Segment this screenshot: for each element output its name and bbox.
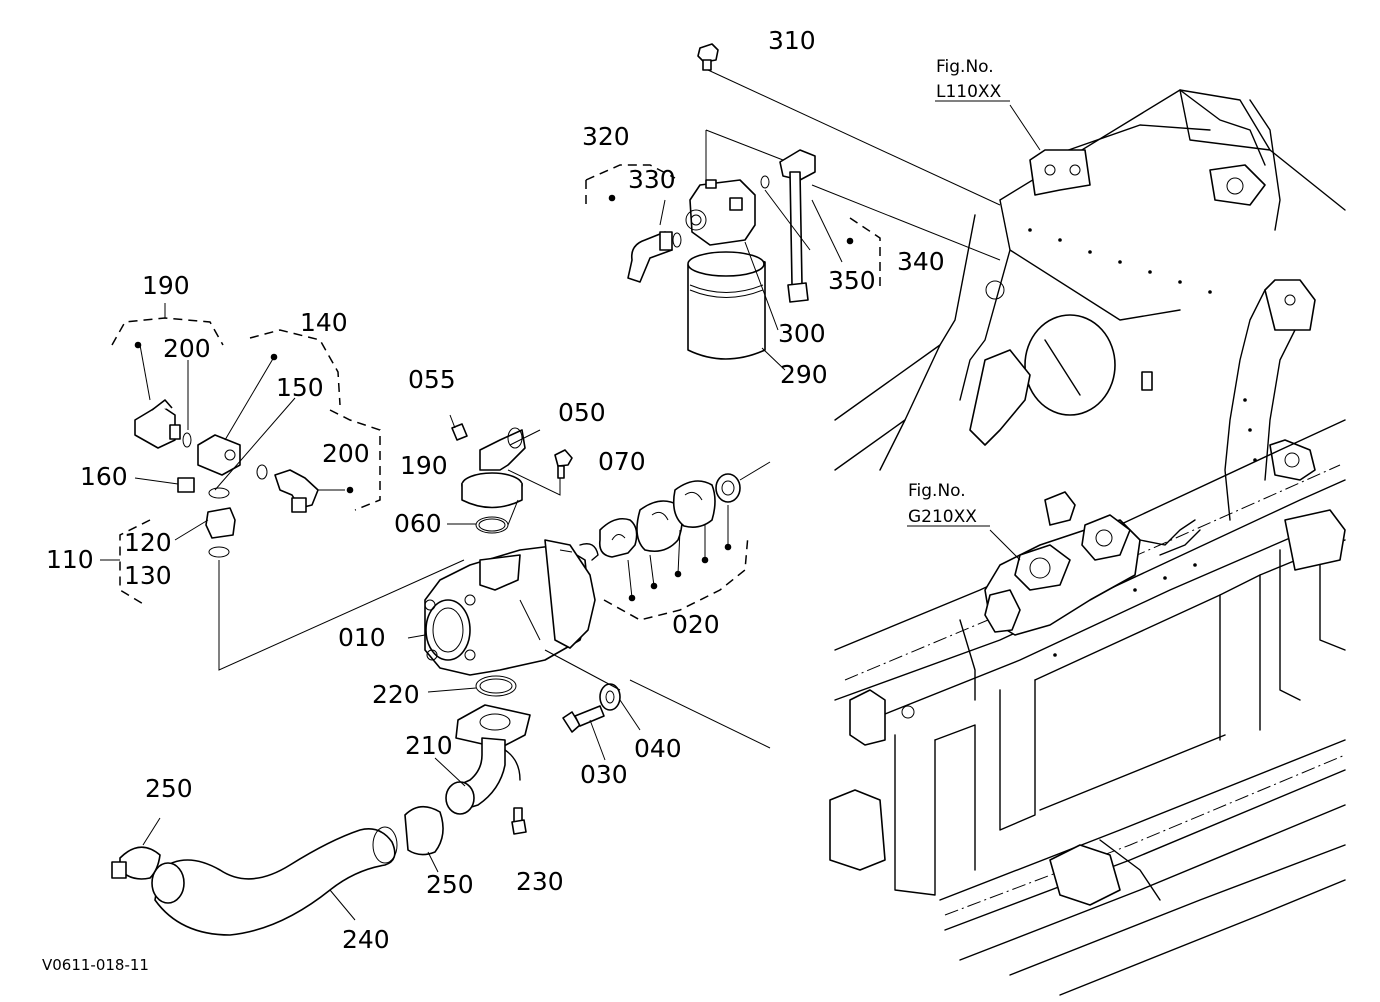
callout-130: 130 xyxy=(124,561,172,590)
figure-ref-l110-line2: L110XX xyxy=(936,82,1002,102)
callout-110: 110 xyxy=(46,545,94,574)
filter-assembly xyxy=(585,43,1001,371)
callout-250-right: 250 xyxy=(426,870,474,899)
callout-190-top: 190 xyxy=(142,271,190,300)
figure-ref-l110-line1: Fig.No. xyxy=(936,57,994,77)
callout-320: 320 xyxy=(582,122,630,151)
tractor-frame xyxy=(829,89,1346,996)
callout-055: 055 xyxy=(408,365,456,394)
callout-020: 020 xyxy=(672,610,720,639)
callout-labels: 310 320 330 340 350 300 290 190 200 140 … xyxy=(42,26,1010,974)
figure-ref-g210-line2: G210XX xyxy=(908,507,977,527)
callout-010: 010 xyxy=(338,623,386,652)
callout-210: 210 xyxy=(405,731,453,760)
callout-040: 040 xyxy=(634,734,682,763)
callout-060: 060 xyxy=(394,509,442,538)
callout-240: 240 xyxy=(342,925,390,954)
callout-140: 140 xyxy=(300,308,348,337)
callout-340: 340 xyxy=(897,247,945,276)
callout-300: 300 xyxy=(778,319,826,348)
callout-330: 330 xyxy=(628,165,676,194)
callout-250-left: 250 xyxy=(145,774,193,803)
pump-assembly xyxy=(111,414,771,936)
callout-050: 050 xyxy=(558,398,606,427)
callout-220: 220 xyxy=(372,680,420,709)
callout-230: 230 xyxy=(516,867,564,896)
drawing-code: V0611-018-11 xyxy=(42,956,149,974)
callout-190-mid: 190 xyxy=(400,451,448,480)
fittings-group xyxy=(100,303,465,671)
callout-160: 160 xyxy=(80,462,128,491)
callout-350: 350 xyxy=(828,266,876,295)
callout-290: 290 xyxy=(780,360,828,389)
callout-200-top: 200 xyxy=(163,334,211,363)
callout-120: 120 xyxy=(124,528,172,557)
callout-310: 310 xyxy=(768,26,816,55)
callout-070: 070 xyxy=(598,447,646,476)
callout-150: 150 xyxy=(276,373,324,402)
callout-200-mid: 200 xyxy=(322,439,370,468)
figure-ref-g210-line1: Fig.No. xyxy=(908,481,966,501)
callout-030: 030 xyxy=(580,760,628,789)
